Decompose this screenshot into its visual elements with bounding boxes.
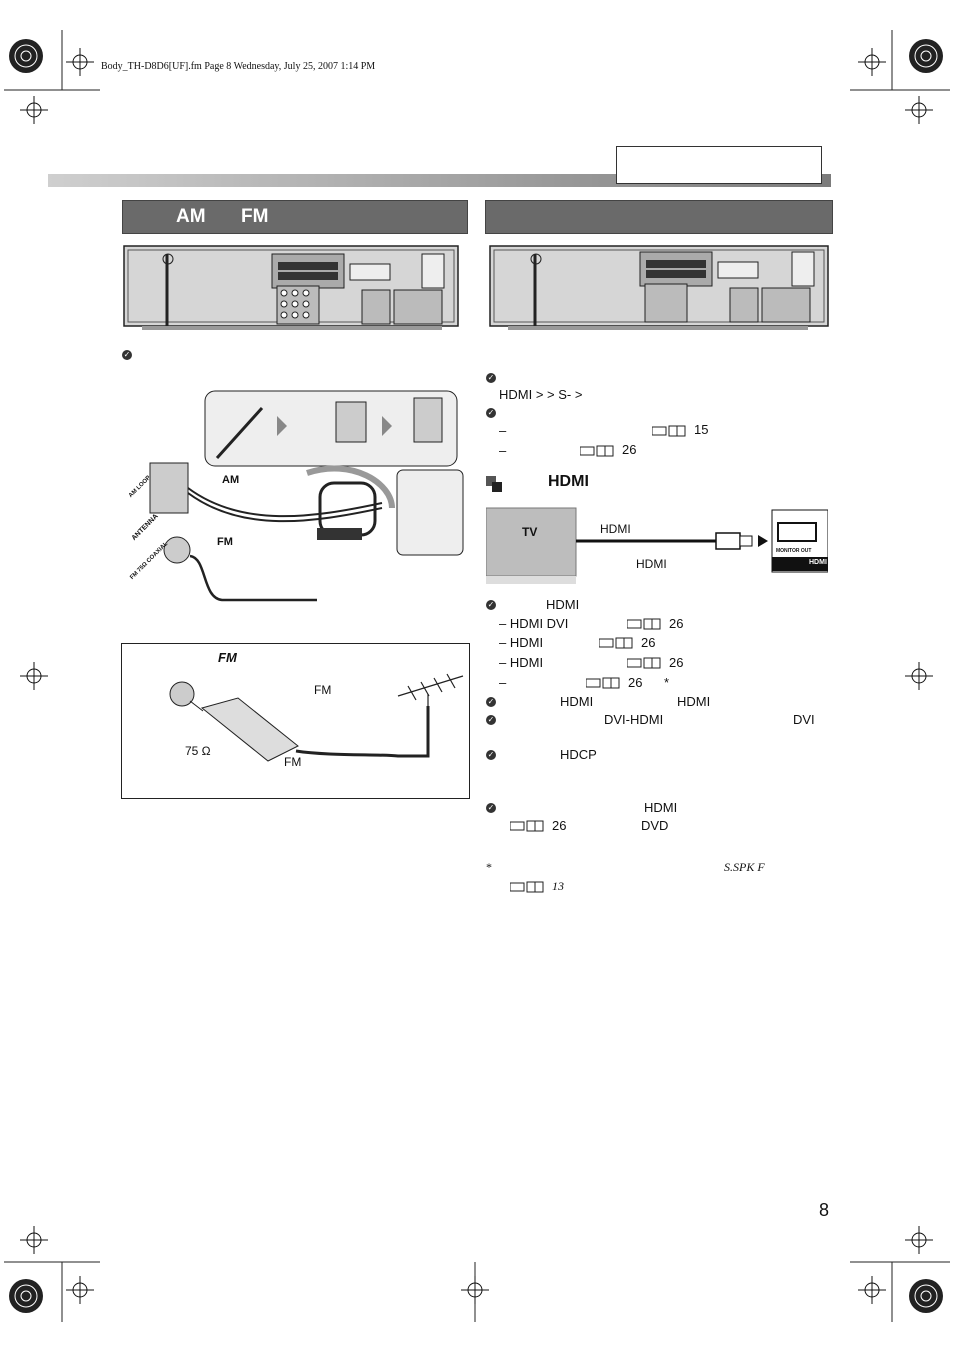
video-section-header [485, 200, 833, 234]
footnote-asterisk: * [486, 860, 492, 874]
monitor-out-port-label: MONITOR OUT [776, 548, 812, 554]
am-fm-section-header: AM FM [122, 200, 468, 234]
note-dvi: DVI [793, 712, 815, 727]
ref-book-icon [627, 657, 661, 669]
receiver-rear-panel-right [489, 245, 829, 330]
ref-26: 26 [669, 655, 684, 670]
note-check-icon: ✓ [486, 373, 496, 383]
section-label-box [616, 146, 822, 184]
receiver-rear-panel-left [123, 245, 459, 330]
label-am: AM [222, 474, 240, 486]
note-check-icon: ✓ [486, 715, 496, 725]
ref-26: 26 [669, 616, 684, 631]
note-dvi-hdmi: DVI-HDMI [604, 712, 664, 727]
note-check-icon: ✓ [486, 408, 496, 418]
footnote-ref: 13 [552, 879, 564, 893]
asterisk: * [664, 675, 670, 690]
hdmi-cable-label: HDMI [600, 522, 631, 536]
note-hdmi: HDMI [677, 694, 711, 709]
ref-15: 15 [694, 422, 709, 437]
ref-book-icon [586, 677, 620, 689]
file-header: Body_TH-D8D6[UF].fm Page 8 Wednesday, Ju… [101, 61, 376, 72]
note-line: – HDMI [499, 655, 544, 670]
ref-26: 26 [552, 818, 567, 833]
page-number: 8 [819, 1200, 830, 1220]
ref-26: 26 [628, 675, 643, 690]
ref-book-icon [627, 618, 661, 630]
tv-hdmi-diagram [486, 507, 828, 584]
note-check-icon: ✓ [486, 750, 496, 760]
ref-26: 26 [622, 442, 637, 457]
dash: – [499, 423, 507, 438]
hdmi-port-label: HDMI [809, 559, 827, 566]
dash: – [499, 443, 507, 458]
note-hdmi: HDMI [644, 800, 678, 815]
ref-book-icon [599, 637, 633, 649]
ref-26: 26 [641, 635, 656, 650]
priority-order: HDMI > > S- > [499, 387, 583, 402]
fm-coaxial-illustration [169, 673, 464, 762]
fm-outdoor-antenna-box: FM FM 75 Ω FM [121, 643, 470, 799]
hdmi-square-icon [486, 476, 496, 486]
ref-book-icon [580, 445, 614, 457]
antenna-connection-illustration [149, 390, 464, 602]
note-check-icon: ✓ [486, 803, 496, 813]
note-line: – HDMI [499, 635, 544, 650]
hdmi-heading: HDMI [548, 473, 589, 490]
note-hdmi: HDMI [546, 597, 580, 612]
footnote-spk: S.SPK F [724, 860, 765, 874]
ref-book-icon [510, 881, 544, 893]
note-check-icon: ✓ [486, 600, 496, 610]
ref-book-icon [652, 425, 686, 437]
ref-book-icon [510, 820, 544, 832]
note-line: – HDMI DVI [499, 616, 569, 631]
tv-label: TV [522, 525, 538, 539]
note-line: – [499, 675, 507, 690]
note-check-icon: ✓ [486, 697, 496, 707]
note-hdmi: HDMI [560, 694, 594, 709]
note-hdcp: HDCP [560, 747, 597, 762]
hdmi-cable-label: HDMI [636, 557, 667, 571]
hdmi-square-icon [492, 482, 502, 492]
label-fm: FM [217, 536, 233, 548]
note-check-icon: ✓ [122, 350, 132, 360]
note-dvd: DVD [641, 818, 669, 833]
